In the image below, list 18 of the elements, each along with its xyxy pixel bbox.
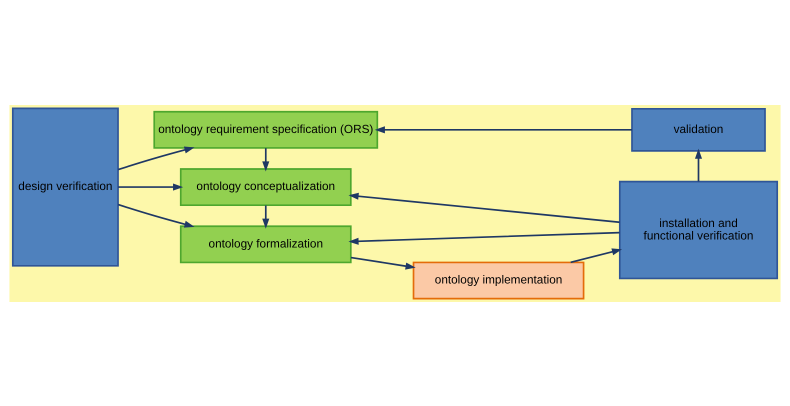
arrow bbox=[570, 248, 622, 263]
arrow bbox=[118, 203, 195, 228]
node-box: ontology requirement specification (ORS) bbox=[153, 110, 378, 148]
arrow bbox=[694, 148, 702, 181]
arrow bbox=[374, 126, 632, 133]
arrow bbox=[262, 204, 270, 228]
arrow bbox=[348, 231, 620, 244]
node-box: design verification bbox=[12, 107, 119, 266]
node-box: validation bbox=[631, 107, 766, 152]
arrow bbox=[348, 192, 620, 223]
node-box: ontology conceptualization bbox=[180, 168, 352, 206]
node-box: ontology implementation bbox=[412, 261, 584, 299]
arrow bbox=[262, 148, 270, 172]
arrow bbox=[350, 256, 416, 270]
arrow bbox=[118, 183, 184, 190]
node-box: installation and functional verification bbox=[618, 180, 778, 279]
node-box: ontology formalization bbox=[180, 224, 352, 263]
arrow bbox=[118, 146, 195, 170]
